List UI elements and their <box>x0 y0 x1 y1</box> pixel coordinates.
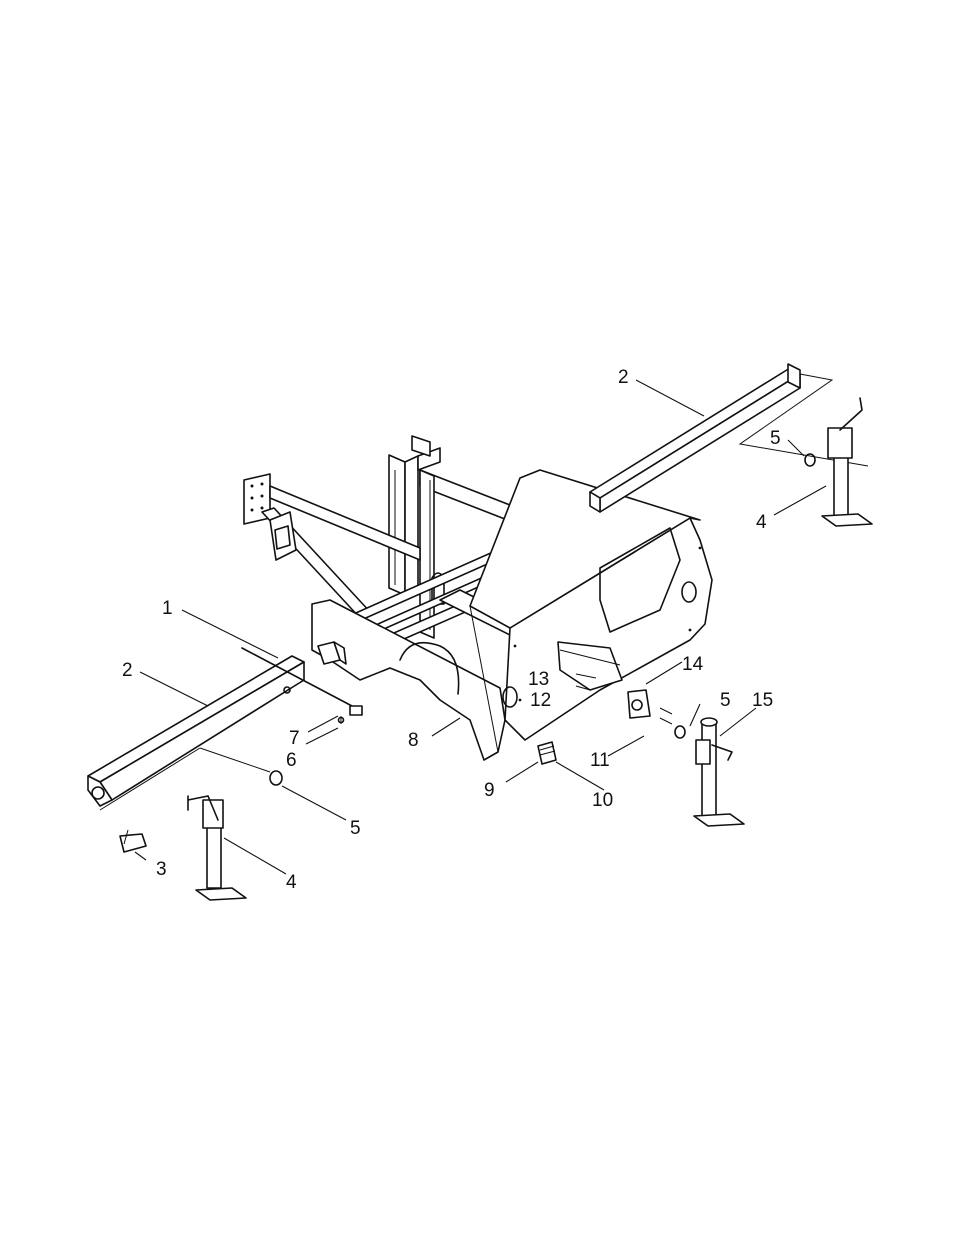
callout-14: 14 <box>682 654 704 675</box>
leader-lines <box>135 380 826 874</box>
jack-stand-right-lower <box>675 718 744 826</box>
callout-7: 7 <box>289 728 300 749</box>
callout-4-right: 4 <box>756 512 767 533</box>
callout-13: 13 <box>528 669 549 690</box>
callout-9: 9 <box>484 780 495 801</box>
right-tube-beam <box>590 364 868 512</box>
callout-3: 3 <box>156 859 167 880</box>
left-tube-beam <box>88 656 304 810</box>
callout-12: 12 <box>530 690 551 711</box>
callout-5-lower-right: 5 <box>720 690 731 711</box>
callout-5-upper-right: 5 <box>770 428 781 449</box>
callout-8: 8 <box>408 730 419 751</box>
jack-stand-right-upper <box>805 398 872 526</box>
jack-stand-left <box>188 771 282 900</box>
callout-11: 11 <box>590 750 610 771</box>
callout-6: 6 <box>286 750 297 771</box>
callout-5-left: 5 <box>350 818 361 839</box>
callout-15: 15 <box>752 690 773 711</box>
clip-part-3 <box>120 830 146 852</box>
callout-1: 1 <box>162 598 173 619</box>
callout-10: 10 <box>592 790 613 811</box>
callout-2-left: 2 <box>122 660 133 681</box>
callout-4-left: 4 <box>286 872 297 893</box>
callout-2-right: 2 <box>618 367 629 388</box>
